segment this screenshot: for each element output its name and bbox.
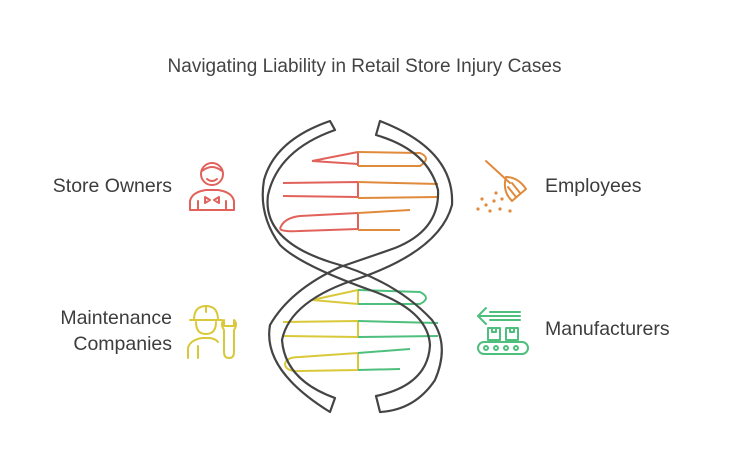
label-maintenance-line1: Maintenance [60, 307, 172, 329]
label-maintenance-companies: Maintenance Companies [20, 305, 172, 357]
label-employees: Employees [545, 175, 642, 197]
broom-icon [476, 160, 527, 213]
label-maintenance-line2: Companies [73, 333, 172, 355]
shopkeeper-icon [189, 162, 235, 211]
rungs-employees [357, 151, 439, 231]
page-title: Navigating Liability in Retail Store Inj… [167, 56, 562, 77]
conveyor-belt-icon [477, 307, 529, 355]
label-manufacturers: Manufacturers [545, 318, 670, 340]
worker-wrench-icon [187, 305, 237, 359]
rungs-manufacturers [357, 289, 439, 371]
helix-strands [261, 119, 454, 414]
label-store-owners: Store Owners [52, 175, 172, 197]
rungs-store-owners [279, 151, 359, 233]
rungs-maintenance [282, 289, 359, 373]
